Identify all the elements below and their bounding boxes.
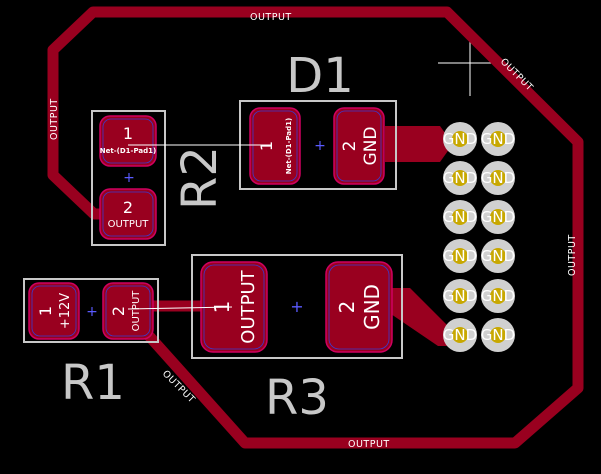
gnd-trace-r3[interactable] bbox=[388, 288, 452, 346]
r3-pad2-net: GND bbox=[360, 284, 384, 330]
r3-center-mark: + bbox=[290, 297, 303, 316]
component-r2[interactable]: R2 1 Net-(D1-Pad1) 2 OUTPUT + bbox=[91, 110, 228, 246]
output-label-right: OUTPUT bbox=[567, 234, 578, 276]
d1-center-mark: + bbox=[314, 138, 326, 154]
svg-text:GND: GND bbox=[443, 326, 477, 344]
svg-text:GND: GND bbox=[443, 169, 477, 187]
r1-pad-2[interactable] bbox=[102, 282, 154, 340]
svg-text:GND: GND bbox=[443, 247, 477, 265]
gnd-via[interactable]: GND bbox=[443, 161, 477, 195]
svg-text:GND: GND bbox=[481, 208, 515, 226]
gnd-via[interactable]: GND bbox=[443, 318, 477, 352]
r3-pad-2[interactable] bbox=[325, 261, 393, 353]
r1-pad-1[interactable] bbox=[28, 282, 80, 340]
r2-pad2-number: 2 bbox=[123, 198, 133, 217]
svg-text:GND: GND bbox=[443, 287, 477, 305]
component-r1[interactable]: R1 1 +12V 2 OUTPUT + bbox=[23, 278, 159, 411]
gnd-via-grid[interactable]: GND GND GND GND GND GND GND GND GND GND … bbox=[443, 122, 515, 352]
r2-pad1-number: 1 bbox=[123, 124, 133, 143]
output-label-bottom: OUTPUT bbox=[348, 439, 390, 450]
output-label-left: OUTPUT bbox=[49, 98, 60, 140]
gnd-via[interactable]: GND bbox=[481, 161, 515, 195]
svg-text:GND: GND bbox=[481, 247, 515, 265]
output-trace[interactable] bbox=[47, 6, 584, 449]
d1-reference: D1 bbox=[286, 48, 354, 104]
svg-text:GND: GND bbox=[443, 130, 477, 148]
d1-pad1-net: Net-(D1-Pad1) bbox=[285, 118, 293, 174]
gnd-via[interactable]: GND bbox=[443, 122, 477, 156]
r1-reference: R1 bbox=[61, 355, 125, 411]
gnd-via[interactable]: GND bbox=[481, 279, 515, 313]
r3-outline bbox=[191, 254, 403, 359]
gnd-via[interactable]: GND bbox=[443, 279, 477, 313]
d1-pad2-net: GND bbox=[361, 127, 381, 166]
r2-pad-1[interactable] bbox=[99, 115, 157, 167]
r2-reference: R2 bbox=[172, 146, 228, 210]
r2-center-mark: + bbox=[123, 170, 135, 186]
r2-pad-2[interactable] bbox=[99, 188, 157, 240]
gnd-via[interactable]: GND bbox=[481, 318, 515, 352]
component-r3[interactable]: R3 1 OUTPUT 2 GND + bbox=[191, 254, 403, 426]
d1-pad1-number: 1 bbox=[257, 141, 276, 151]
output-label-top: OUTPUT bbox=[250, 12, 292, 23]
r2-pad2-net: OUTPUT bbox=[108, 219, 150, 230]
r1-outline bbox=[23, 278, 159, 343]
d1-pad2-number: 2 bbox=[340, 141, 360, 152]
svg-text:GND: GND bbox=[481, 287, 515, 305]
gnd-via[interactable]: GND bbox=[443, 200, 477, 234]
r3-reference: R3 bbox=[265, 370, 329, 426]
d1-pad-1[interactable] bbox=[249, 107, 301, 185]
r1-center-mark: + bbox=[86, 304, 98, 320]
r2-pad1-net: Net-(D1-Pad1) bbox=[100, 147, 156, 155]
svg-text:GND: GND bbox=[481, 169, 515, 187]
gnd-via[interactable]: GND bbox=[481, 122, 515, 156]
r3-pad1-net: OUTPUT bbox=[238, 269, 259, 343]
r1-pad1-number: 1 bbox=[36, 306, 55, 316]
r3-pad-1[interactable] bbox=[200, 261, 268, 353]
ratsnest-r1-r3 bbox=[127, 306, 233, 310]
d1-pad-2[interactable] bbox=[333, 107, 385, 185]
svg-text:GND: GND bbox=[443, 208, 477, 226]
r1-pad2-net: OUTPUT bbox=[131, 290, 142, 332]
r1-pad2-number: 2 bbox=[109, 306, 128, 316]
gnd-via[interactable]: GND bbox=[481, 200, 515, 234]
svg-text:GND: GND bbox=[481, 326, 515, 344]
svg-text:GND: GND bbox=[481, 130, 515, 148]
r2-outline bbox=[91, 110, 166, 246]
gnd-via[interactable]: GND bbox=[443, 239, 477, 273]
r3-pad2-number: 2 bbox=[335, 301, 359, 314]
r1-pad1-net: +12V bbox=[58, 293, 73, 329]
gnd-via[interactable]: GND bbox=[481, 239, 515, 273]
